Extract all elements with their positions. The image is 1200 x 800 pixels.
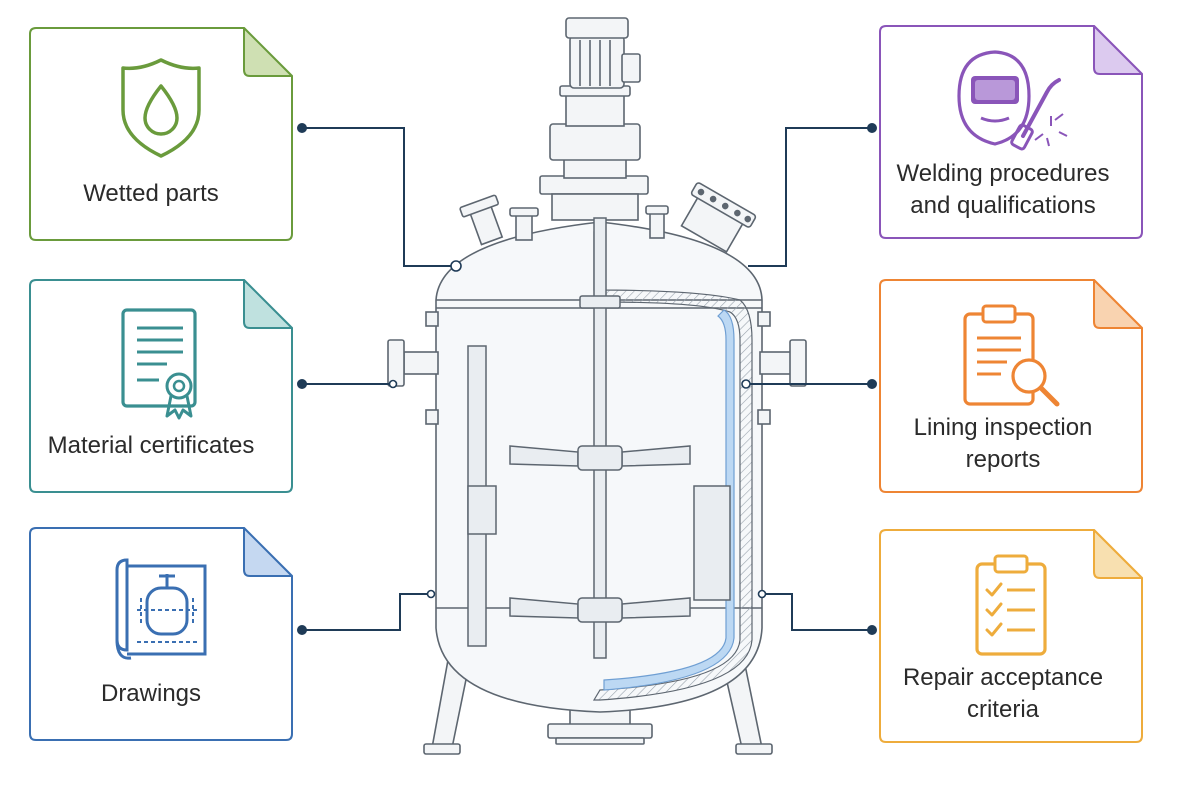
card-label: Wetted parts [83, 180, 219, 207]
card-label: Drawings [100, 680, 202, 707]
dot-repair [867, 625, 877, 635]
card-lining-inspection[interactable]: Lining inspection reports [879, 279, 1143, 493]
connector-drawings [302, 593, 430, 631]
card-label-line-1: Lining inspection [913, 414, 1093, 441]
dot-material-certificates [297, 379, 307, 389]
dot-drawings [297, 625, 307, 635]
document-frame [29, 279, 293, 493]
card-label-line-2: and qualifications [910, 192, 1096, 219]
gearbox [549, 123, 641, 161]
card-repair-acceptance[interactable]: Repair acceptance criteria [879, 529, 1143, 743]
card-welding-procedures[interactable]: Welding procedures and qualifications [879, 25, 1143, 239]
card-label-line-1: Welding procedures [896, 160, 1110, 187]
checklist-icon [975, 554, 1047, 656]
left-nozzle [403, 351, 439, 375]
connector-welding [748, 127, 872, 267]
connector-wetted-parts [302, 127, 455, 267]
right-baffle [693, 485, 731, 601]
welding-helmet-torch-icon [957, 50, 1068, 151]
document-frame [879, 529, 1143, 743]
dot-wetted-parts [297, 123, 307, 133]
connector-repair [762, 593, 872, 631]
card-label: Material certificates [47, 432, 255, 459]
blueprint-icon [115, 558, 207, 660]
vessel-wall-section [592, 231, 753, 701]
shield-droplet-icon [121, 58, 201, 158]
document-frame [879, 279, 1143, 493]
card-label-line-2: criteria [966, 696, 1039, 723]
clipboard-magnifier-icon [963, 304, 1060, 407]
glass-lining [603, 309, 735, 691]
card-wetted-parts[interactable]: Wetted parts [29, 27, 293, 241]
document-frame [879, 25, 1143, 239]
manway [680, 182, 757, 253]
motor [569, 35, 625, 89]
card-label-line-1: Repair acceptance [902, 664, 1104, 691]
right-nozzle [759, 351, 793, 375]
card-label-line-2: reports [965, 446, 1041, 473]
dot-lining [867, 379, 877, 389]
certificate-icon [121, 308, 197, 420]
dot-welding [867, 123, 877, 133]
agitator-shaft [593, 217, 607, 659]
card-material-certificates[interactable]: Material certificates [29, 279, 293, 493]
card-drawings[interactable]: Drawings [29, 527, 293, 741]
